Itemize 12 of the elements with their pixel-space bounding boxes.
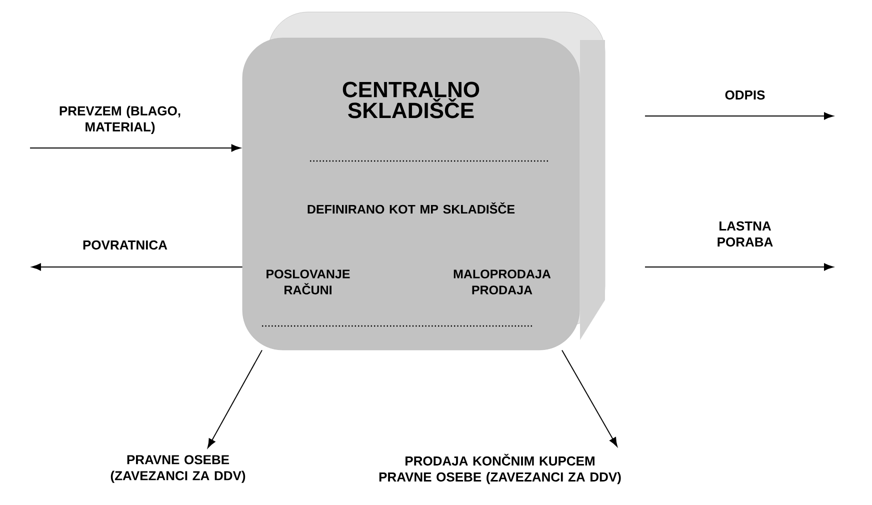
arrow [562, 350, 618, 447]
arrow [30, 144, 241, 152]
arrow [32, 263, 243, 271]
edge-label: PREVZEM (BLAGO, MATERIAL) [60, 106, 180, 134]
text-label: PRODAJA KONČNIM KUPCEM PRAVNE OSEBE (ZAVEZANCI ZA DDV) [379, 454, 621, 484]
edge-label: LASTNA PORABA [718, 221, 773, 247]
arrow [207, 350, 262, 448]
arrow [644, 112, 834, 120]
text-label: PRAVNE OSEBE (ZAVEZANCI ZA DDV) [110, 455, 246, 483]
edge-label: ODPIS [725, 90, 765, 100]
edge-label: POVRATNICA [83, 240, 168, 250]
arrow [644, 263, 834, 271]
